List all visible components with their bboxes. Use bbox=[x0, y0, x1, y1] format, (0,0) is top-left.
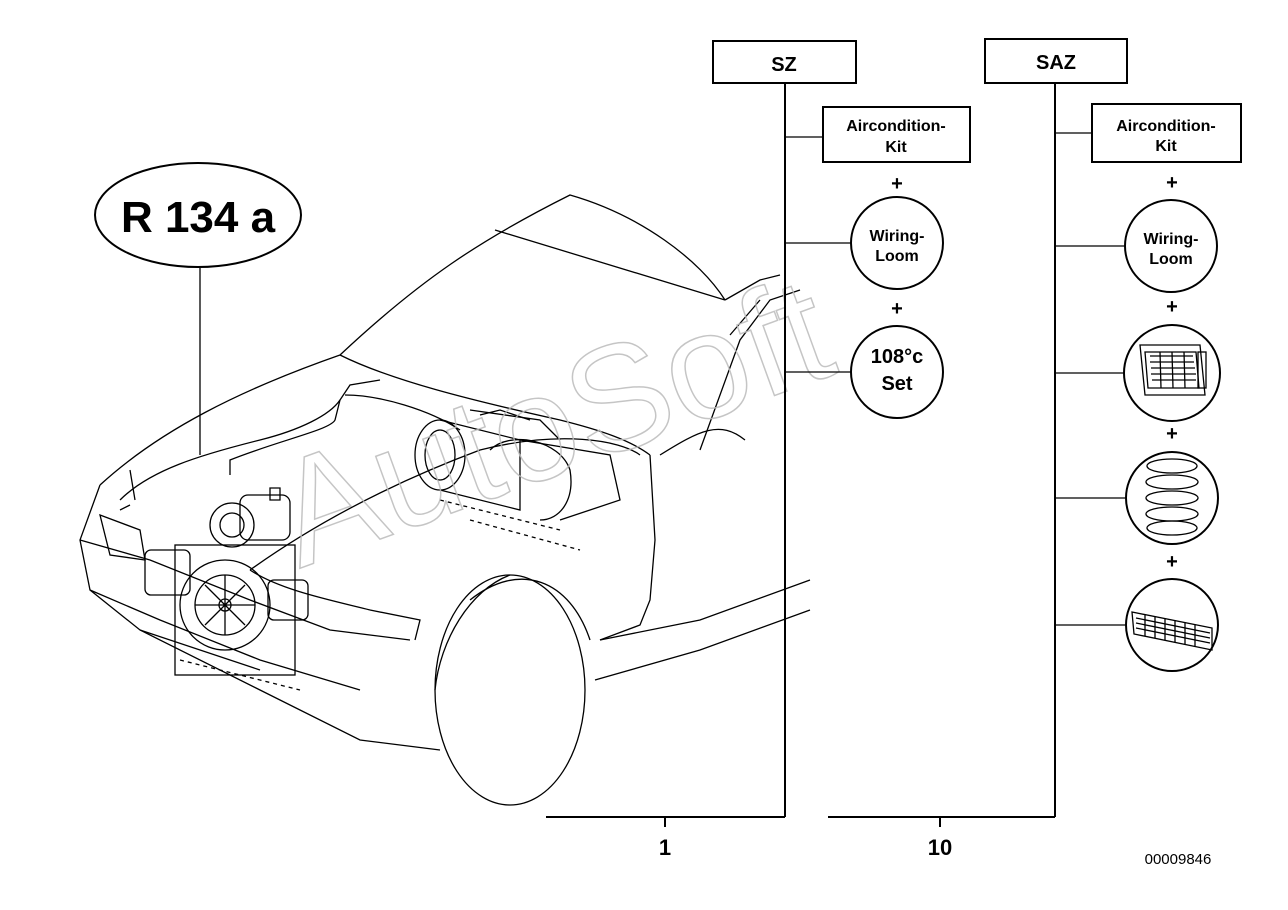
saz-item-number: 10 bbox=[928, 835, 952, 860]
saz-plus-3: + bbox=[1166, 423, 1178, 445]
sz-plus-2: + bbox=[891, 298, 903, 320]
car-illustration bbox=[79, 194, 811, 806]
refrigerant-callout: R 134 a bbox=[94, 162, 302, 455]
sz-108c-set-circle bbox=[850, 325, 944, 419]
diagram-number: 00009846 bbox=[1145, 851, 1212, 868]
saz-spring-circle bbox=[1125, 451, 1219, 545]
radiator-icon bbox=[1139, 344, 1207, 396]
saz-plus-4: + bbox=[1166, 551, 1178, 573]
sz-kit-label-line2: Kit bbox=[885, 139, 907, 156]
saz-aircondition-kit-box bbox=[1091, 103, 1242, 163]
sz-set-line2: Set bbox=[881, 373, 912, 395]
sz-wiring-line1: Wiring- bbox=[870, 228, 925, 245]
saz-header-box bbox=[984, 38, 1128, 84]
saz-wiring-line1: Wiring- bbox=[1144, 231, 1199, 248]
spring-icon bbox=[1145, 458, 1199, 536]
saz-kit-label-line1: Aircondition- bbox=[1116, 118, 1216, 135]
sz-wiring-line2: Loom bbox=[875, 248, 919, 265]
saz-plus-2: + bbox=[1166, 296, 1178, 318]
sz-plus-1: + bbox=[891, 173, 903, 195]
sz-kit-label-line1: Aircondition- bbox=[846, 118, 946, 135]
saz-plus-1: + bbox=[1166, 172, 1178, 194]
saz-kit-label-line2: Kit bbox=[1155, 138, 1177, 155]
sz-header-box bbox=[712, 40, 857, 84]
saz-wiring-loom-circle bbox=[1124, 199, 1218, 293]
saz-column: SAZ Aircondition- Kit + Wiring- Loom + + bbox=[828, 38, 1242, 860]
grille-icon bbox=[1131, 611, 1213, 651]
saz-header: SAZ bbox=[1036, 52, 1076, 74]
sz-set-line1: 108°c bbox=[871, 346, 924, 368]
sz-aircondition-kit-box bbox=[822, 106, 971, 163]
sz-wiring-loom-circle bbox=[850, 196, 944, 290]
refrigerant-label: R 134 a bbox=[121, 193, 276, 242]
sz-header: SZ bbox=[771, 54, 797, 76]
sz-column: SZ Aircondition- Kit + Wiring- Loom + 10… bbox=[546, 40, 971, 860]
sz-item-number: 1 bbox=[659, 835, 671, 860]
saz-wiring-line2: Loom bbox=[1149, 251, 1193, 268]
refrigerant-ellipse bbox=[94, 162, 302, 268]
watermark: AutoSoft bbox=[253, 244, 851, 599]
